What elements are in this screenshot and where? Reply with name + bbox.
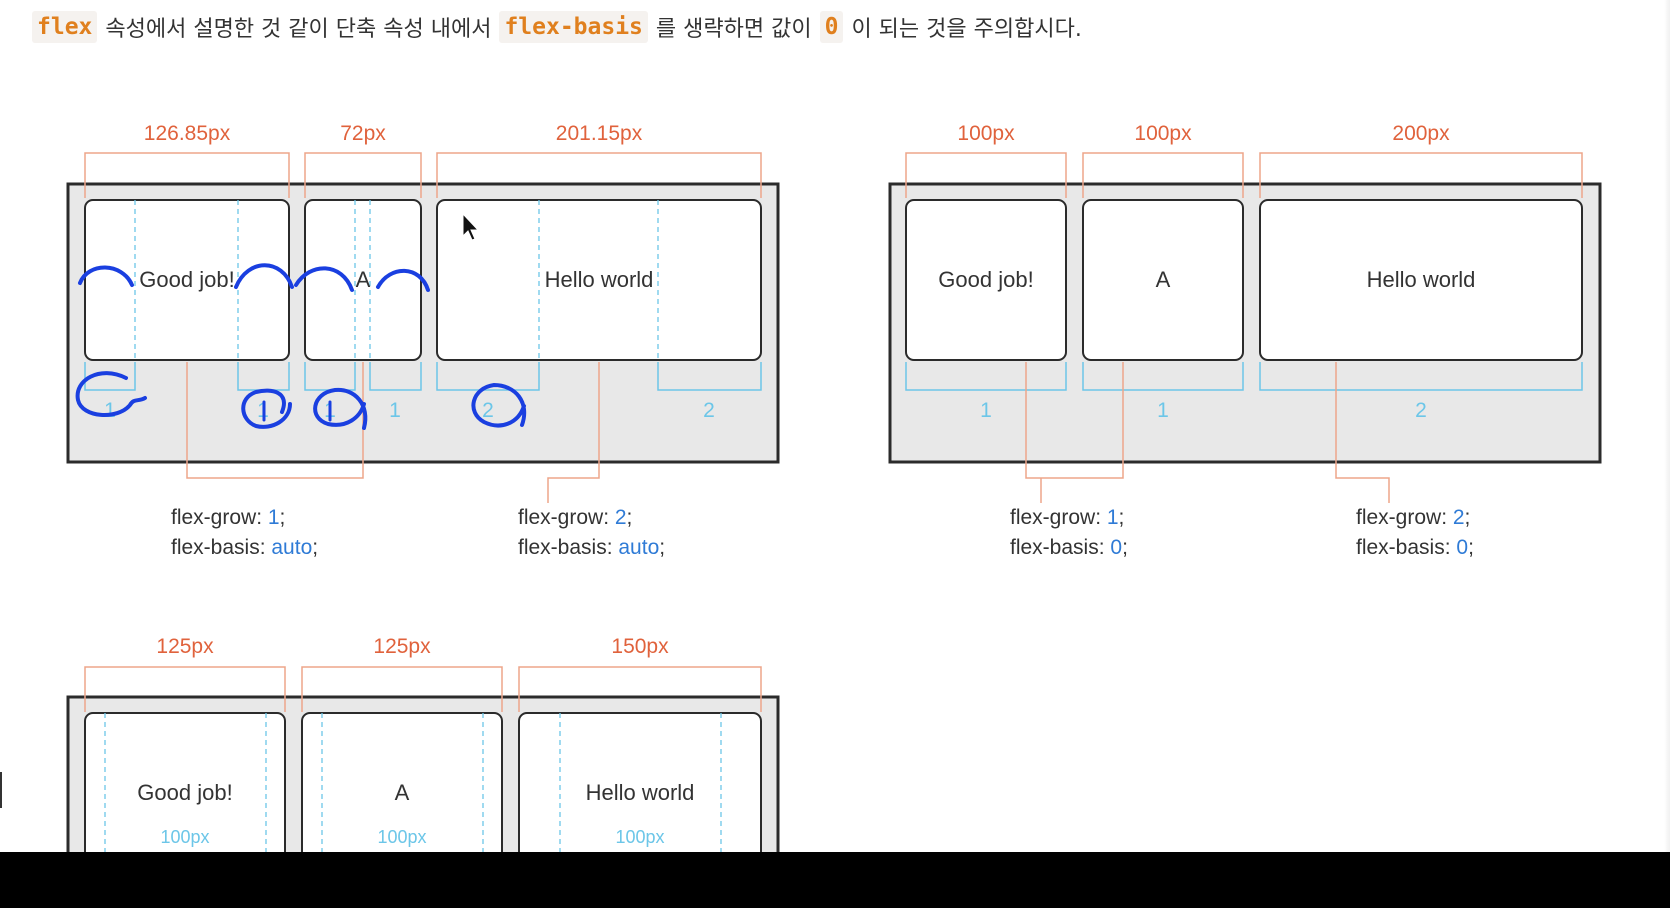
width-bracket (84, 152, 290, 198)
prop-value: 0 (1456, 536, 1468, 559)
flex-item (84, 712, 286, 852)
video-letterbox-bar (0, 852, 1670, 908)
prop-value: 2 (615, 506, 627, 529)
item-label-hello-world: Hello world (545, 267, 654, 292)
item-label-a: A (356, 267, 371, 292)
prop-name: flex-grow: (1356, 506, 1453, 529)
prop-name: flex-basis: (1356, 536, 1456, 559)
free-space-brackets (905, 362, 1583, 391)
prop-value: 2 (1453, 506, 1465, 529)
prop-group-1-line-2: flex-basis: 0; (1010, 536, 1128, 559)
width-label: 126.85px (144, 122, 231, 145)
prop-name: flex-grow: (171, 506, 268, 529)
item-label-good-job: Good job! (139, 267, 234, 292)
grow-share: 1 (104, 399, 116, 422)
width-label: 125px (373, 635, 431, 658)
connectors (1025, 362, 1390, 503)
flex-item (518, 712, 762, 852)
grow-share: 1 (1157, 399, 1169, 422)
width-label: 125px (156, 635, 214, 658)
width-bracket (436, 152, 762, 198)
width-bracket (301, 666, 503, 712)
grow-share: 2 (703, 399, 715, 422)
grow-share: 1 (389, 399, 401, 422)
prop-group-1-line-1: flex-grow: 1; (171, 506, 285, 529)
item-label-hello-world: Hello world (586, 780, 695, 805)
code-flex: flex (32, 11, 98, 43)
flex-item (1082, 199, 1244, 361)
connectors (186, 362, 600, 503)
diagram-basis-100px: 125px 125px 150px Good job! A Hello worl… (66, 635, 780, 852)
code-zero: 0 (819, 11, 844, 43)
prop-group-1-line-2: flex-basis: auto; (171, 536, 318, 559)
item-label-good-job: Good job! (137, 780, 232, 805)
width-bracket (1082, 152, 1244, 198)
prop-group-2-line-1: flex-grow: 2; (518, 506, 632, 529)
basis-label: 100px (377, 827, 426, 847)
grow-share: 2 (482, 399, 494, 422)
item-label-a: A (1156, 267, 1171, 292)
width-bracket (518, 666, 762, 712)
item-label-a: A (395, 780, 410, 805)
prop-value: 0 (1110, 536, 1122, 559)
diagram-basis-zero: 100px 100px 200px Good job! A Hello worl… (888, 122, 1602, 559)
intro-sentence: flex 속성에서 설명한 것 같이 단축 속성 내에서 flex-basis … (32, 6, 1082, 48)
prop-group-2-line-2: flex-basis: 0; (1356, 536, 1474, 559)
prop-name: flex-basis: (171, 536, 271, 559)
flex-item (301, 712, 503, 852)
prop-value: auto (271, 536, 312, 559)
width-label: 100px (957, 122, 1015, 145)
width-bracket (304, 152, 422, 198)
ink-ones (262, 400, 332, 422)
handwritten-annotations (75, 263, 527, 430)
prop-value: 1 (268, 506, 280, 529)
intro-text-1: 속성에서 설명한 것 같이 단축 속성 내에서 (105, 17, 492, 42)
basis-label: 100px (160, 827, 209, 847)
item-label-good-job: Good job! (938, 267, 1033, 292)
flex-item (905, 199, 1067, 361)
flex-diagram: 126.85px 72px 201.15px Good job! A Hello… (66, 122, 1602, 852)
flex-item (1259, 199, 1583, 361)
item-label-hello-world: Hello world (1367, 267, 1476, 292)
grow-share: 2 (1415, 399, 1427, 422)
flex-item (436, 199, 762, 361)
width-bracket (905, 152, 1067, 198)
prop-value: auto (618, 536, 659, 559)
scroll-edge (1664, 0, 1670, 852)
width-bracket (84, 666, 286, 712)
prop-value: 1 (1107, 506, 1119, 529)
prop-name: flex-grow: (1010, 506, 1107, 529)
grow-share: 1 (980, 399, 992, 422)
width-label: 72px (340, 122, 386, 145)
prop-name: flex-grow: (518, 506, 615, 529)
width-label: 150px (611, 635, 669, 658)
width-label: 201.15px (556, 122, 643, 145)
edge-marker (0, 772, 2, 808)
intro-text-2: 를 생략하면 값이 (655, 17, 812, 42)
prop-name: flex-basis: (1010, 536, 1110, 559)
prop-name: flex-basis: (518, 536, 618, 559)
basis-label: 100px (615, 827, 664, 847)
prop-group-2-line-2: flex-basis: auto; (518, 536, 665, 559)
diagram-basis-auto: 126.85px 72px 201.15px Good job! A Hello… (66, 122, 780, 559)
mouse-cursor-icon (462, 212, 480, 241)
intro-text-3: 이 되는 것을 주의합시다. (851, 17, 1082, 42)
code-flex-basis: flex-basis (499, 11, 648, 43)
width-label: 100px (1134, 122, 1192, 145)
prop-group-1-line-1: flex-grow: 1; (1010, 506, 1124, 529)
width-label: 200px (1392, 122, 1450, 145)
prop-group-2-line-1: flex-grow: 2; (1356, 506, 1470, 529)
width-bracket (1259, 152, 1583, 198)
